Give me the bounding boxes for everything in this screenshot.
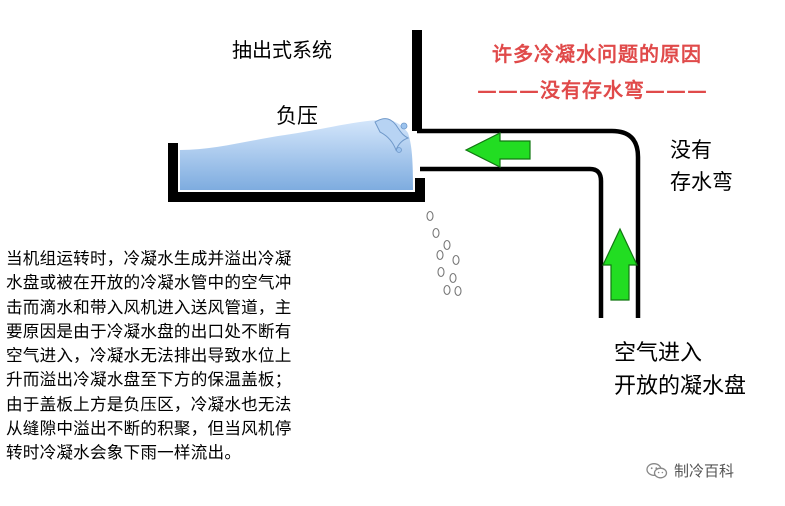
negative-pressure-label: 负压 [276,104,318,128]
water-droplet [400,122,408,130]
water-splash [374,118,410,152]
diagram-title: 许多冷凝水问题的原因 [492,42,702,66]
description-line: 转时冷凝水会象下雨一样流出。 [6,443,242,463]
no-trap-label-line2: 存水弯 [670,170,733,194]
description-line: 水盘或被在开放的冷凝水管中的空气冲 [6,273,292,293]
water-droplet [396,147,402,153]
drain-pipe-inner [420,166,604,318]
description-line: 要原因是由于冷凝水盘的出口处不断有 [6,321,292,341]
diagram-subtitle: ———没有存水弯——— [477,78,708,102]
air-entry-label-line2: 开放的凝水盘 [614,374,747,399]
description-paragraph: 当机组运转时，冷凝水生成并溢出冷凝 水盘或被在开放的冷凝水管中的空气冲 击而滴水… [6,247,398,466]
watermark-text: 制冷百科 [674,462,735,480]
description-line: 升而溢出冷凝水盘至下方的保温盖板； [6,370,292,390]
air-entry-label-line1: 空气进入 [614,341,703,366]
description-line: 空气进入，冷凝水无法排出导致水位上 [6,346,292,366]
drain-pipe-outer [417,128,641,318]
wechat-icon [646,462,668,478]
water-in-pan [180,119,413,190]
water-drips [426,210,462,297]
description-line: 由于盖板上方是负压区，冷凝水也无法 [6,394,292,414]
description-line: 当机组运转时，冷凝水生成并溢出冷凝 [6,249,292,268]
airflow-left-arrow [464,132,531,168]
drain-pan [168,143,425,202]
description-line: 击而滴水和带入风机进入送风管道，主 [6,297,292,317]
system-type-label: 抽出式系统 [232,38,332,62]
watermark: 制冷百科 [646,460,734,481]
no-trap-label-line1: 没有 [670,138,712,162]
airflow-up-arrow [602,227,638,301]
description-line: 从缝隙中溢出不断的积聚，但当风机停 [6,419,292,439]
